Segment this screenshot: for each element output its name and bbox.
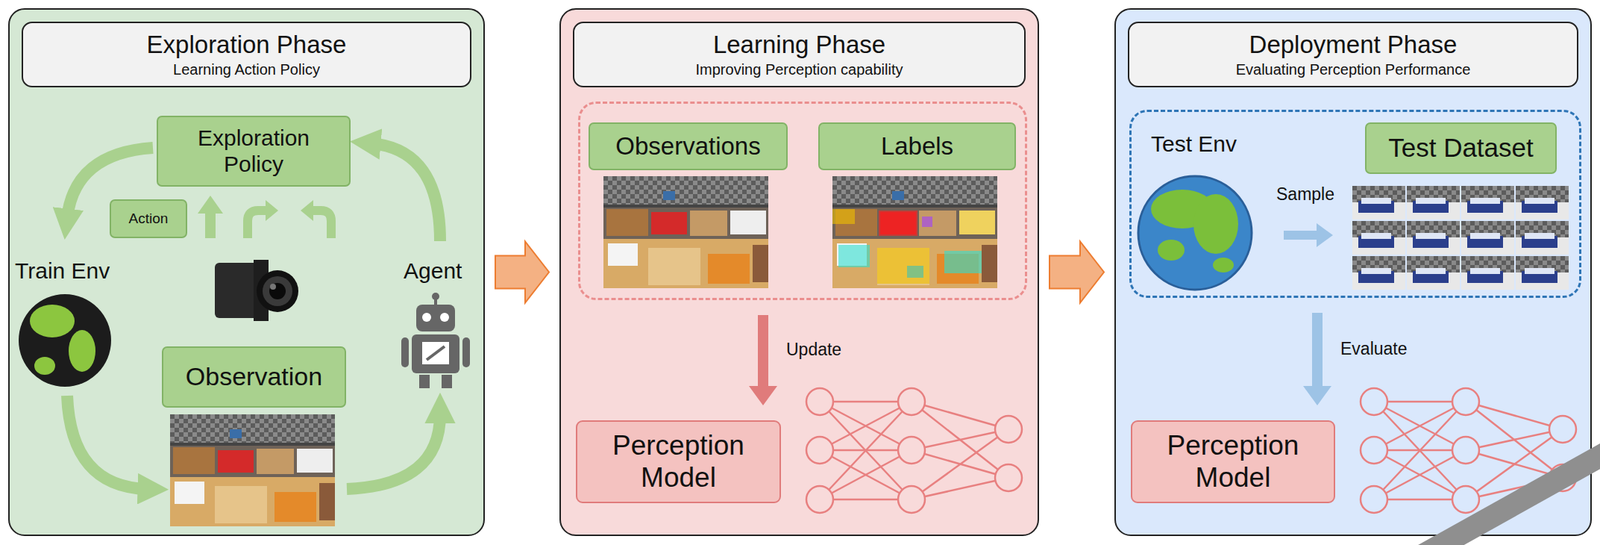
phase-title: Learning Phase <box>713 30 886 59</box>
corner-stripe <box>1420 447 1600 545</box>
edge-label: Update <box>786 339 842 359</box>
phase-subtitle: Improving Perception capability <box>695 61 904 79</box>
neural-network <box>806 387 1022 513</box>
flow-arrow <box>1049 241 1104 303</box>
box-label: Exploration Policy <box>165 125 342 177</box>
dashed-region: Observations Labels <box>578 101 1028 300</box>
flow-arrow <box>748 314 778 406</box>
phase-subtitle: Evaluating Perception Performance <box>1235 61 1471 79</box>
test-globe <box>1138 176 1252 290</box>
header-box: Deployment PhaseEvaluating Perception Pe… <box>1127 21 1579 88</box>
phase-panel: Deployment PhaseEvaluating Perception Pe… <box>1114 8 1592 536</box>
process-box: Action <box>109 199 188 238</box>
process-box: Observations <box>588 122 788 171</box>
observations-image <box>603 176 769 288</box>
phase-subtitle: Learning Action Policy <box>173 61 320 79</box>
phase-title: Deployment Phase <box>1249 30 1458 59</box>
flow-arrow <box>1303 312 1332 406</box>
model-box: Perception Model <box>575 419 781 503</box>
labels-image <box>832 176 998 288</box>
box-label: Perception Model <box>584 429 773 494</box>
test-dataset-grid <box>1352 185 1569 290</box>
box-label: Labels <box>880 132 954 161</box>
header-box: Learning PhaseImproving Perception capab… <box>572 21 1026 88</box>
box-label: Perception Model <box>1139 429 1327 494</box>
region-title: Test Env <box>1150 131 1237 158</box>
header-box: Exploration PhaseLearning Action Policy <box>21 21 472 88</box>
action-icons <box>197 195 332 238</box>
phase-panel: Learning PhaseImproving Perception capab… <box>559 8 1040 536</box>
label-overlays <box>832 208 996 284</box>
sample-arrow <box>1283 223 1333 247</box>
model-box: Perception Model <box>1130 419 1336 503</box>
phase-title: Exploration Phase <box>146 30 347 59</box>
box-label: Observations <box>615 132 761 161</box>
process-box: Test Dataset <box>1365 122 1557 174</box>
free-label: Sample <box>1276 184 1335 204</box>
box-label: Observation <box>185 361 323 391</box>
observation-image <box>170 413 335 526</box>
process-box: Labels <box>818 122 1016 171</box>
free-label: Agent <box>403 258 462 285</box>
process-box: Exploration Policy <box>156 115 351 187</box>
free-label: Train Env <box>14 258 110 285</box>
edge-label: Evaluate <box>1340 338 1408 359</box>
dashed-region: Test Env Test Dataset <box>1129 109 1582 298</box>
process-box: Observation <box>161 346 347 408</box>
box-label: Action <box>129 210 169 227</box>
flow-arrow <box>495 241 549 303</box>
box-label: Test Dataset <box>1388 132 1534 163</box>
train-globe <box>18 293 112 387</box>
robot-icon <box>401 292 470 388</box>
camera-icon <box>214 259 299 321</box>
